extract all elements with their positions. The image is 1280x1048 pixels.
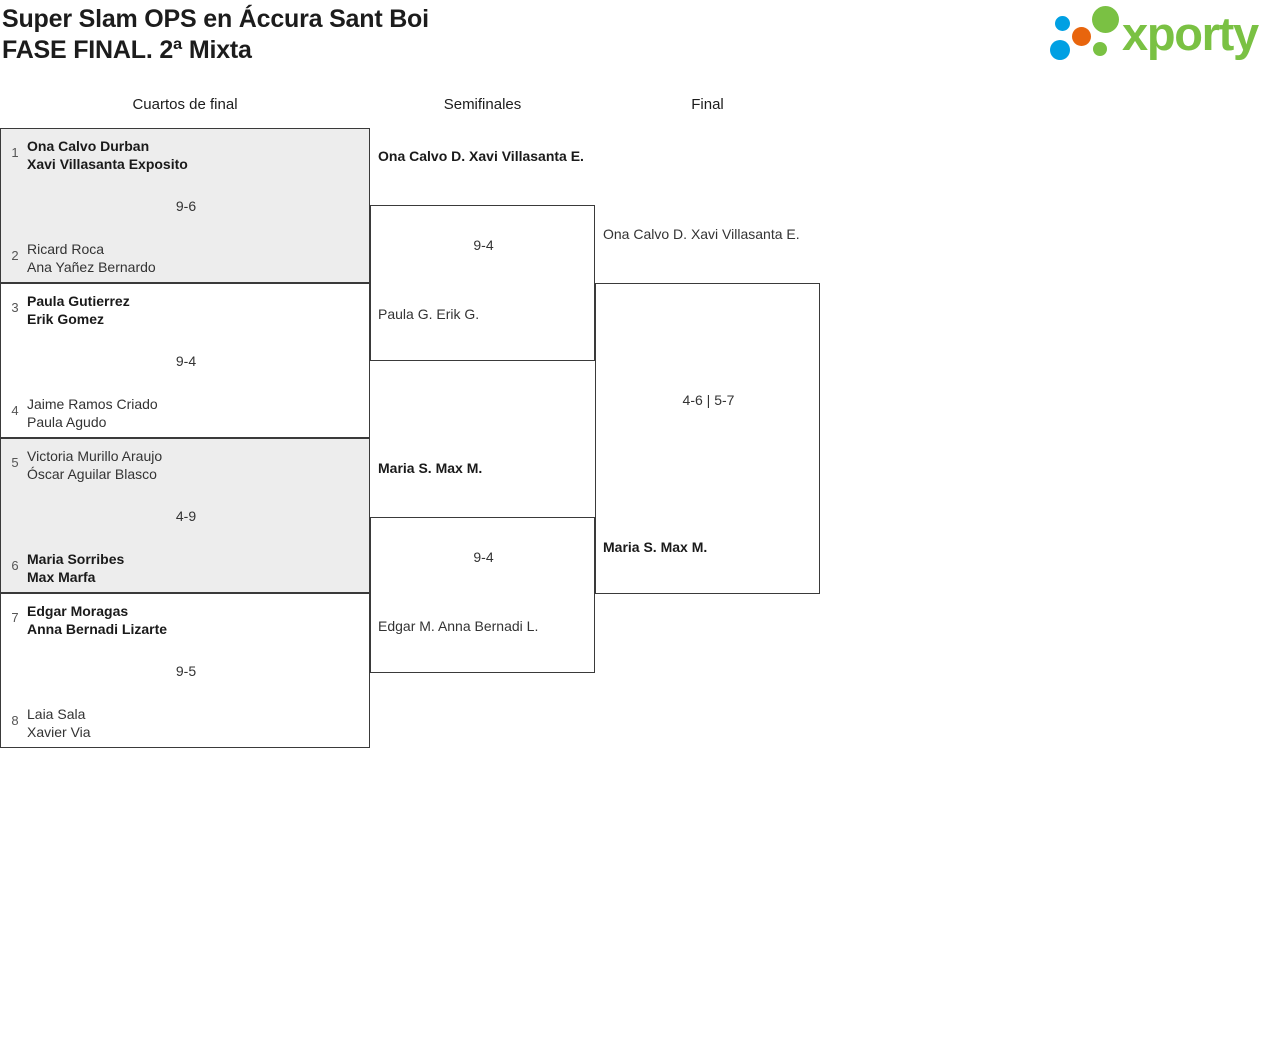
player-name: Ona Calvo Durban [27, 138, 150, 154]
player-name: Paula Agudo [27, 414, 107, 430]
player-name: Max Marfa [27, 569, 96, 585]
title-line-2: FASE FINAL. 2ª Mixta [2, 36, 252, 64]
quarterfinal-match-3[interactable]: 5 Victoria Murillo Araujo Óscar Aguilar … [0, 438, 370, 593]
player-name: Anna Bernadi Lizarte [27, 621, 168, 637]
semifinal-match-2[interactable]: Maria S. Max M. 9-4 Edgar M. Anna Bernad… [370, 460, 595, 673]
player-name: Maria S. [603, 539, 657, 555]
player-name: Max M. [435, 460, 483, 476]
seed-number: 5 [11, 455, 19, 470]
seed-number: 7 [11, 610, 19, 625]
team-name-winner: Edgar Moragas Anna Bernadi Lizarte [27, 602, 167, 638]
player-name: Anna Bernadi L. [437, 618, 539, 634]
player-name: Óscar Aguilar Blasco [27, 466, 157, 482]
round-header-semifinals: Semifinales [443, 96, 522, 113]
player-name: Ona Calvo D. [603, 226, 688, 242]
match-score: 9-6 [175, 198, 197, 214]
seed-number: 8 [11, 713, 19, 728]
match-score: 9-4 [473, 549, 494, 565]
logo-dot-orange [1072, 27, 1091, 46]
team-name-winner: Ona Calvo Durban Xavi Villasanta Exposit… [27, 137, 188, 173]
match-score: 9-4 [175, 353, 197, 369]
team-name-loser: Ricard Roca Ana Yañez Bernardo [27, 240, 156, 276]
team-name-loser: Jaime Ramos Criado Paula Agudo [27, 395, 158, 431]
logo-dot-green-small [1093, 42, 1107, 56]
seed-number: 6 [11, 558, 19, 573]
xporty-logo[interactable]: xporty [1046, 4, 1276, 64]
team-name-loser: Ona Calvo D. Xavi Villasanta E. [603, 225, 800, 243]
final-match[interactable]: Ona Calvo D. Xavi Villasanta E. 4-6 | 5-… [595, 226, 820, 594]
round-header-final: Final [691, 96, 724, 113]
quarterfinal-match-2[interactable]: 3 Paula Gutierrez Erik Gomez 9-4 4 Jaime… [0, 283, 370, 438]
player-name: Ricard Roca [27, 241, 105, 257]
player-name: Maria Sorribes [27, 551, 125, 567]
match-score: 9-5 [175, 663, 197, 679]
quarterfinal-match-1[interactable]: 1 Ona Calvo Durban Xavi Villasanta Expos… [0, 128, 370, 283]
logo-dot-blue-small [1055, 16, 1070, 31]
player-name: Xavi Villasanta E. [690, 226, 800, 242]
team-name-winner: Ona Calvo D. Xavi Villasanta E. [378, 147, 584, 165]
player-name: Paula Gutierrez [27, 293, 130, 309]
seed-number: 2 [11, 248, 19, 263]
player-name: Erik G. [436, 306, 480, 322]
player-name: Laia Sala [27, 706, 86, 722]
seed-number: 3 [11, 300, 19, 315]
tournament-title: Super Slam OPS en Áccura Sant Boi FASE F… [0, 0, 900, 66]
logo-dot-blue-large [1050, 40, 1070, 60]
player-name: Ona Calvo D. [378, 148, 466, 164]
logo-dot-green-large [1092, 6, 1119, 33]
player-name: Edgar M. [378, 618, 435, 634]
player-name: Ana Yañez Bernardo [27, 259, 156, 275]
team-name-winner: Paula Gutierrez Erik Gomez [27, 292, 130, 328]
seed-number: 4 [11, 403, 19, 418]
team-name-winner: Maria S. Max M. [603, 538, 707, 556]
match-score: 4-9 [175, 508, 197, 524]
team-name-winner: Maria S. Max M. [378, 459, 482, 477]
logo-wordmark: xporty [1122, 7, 1259, 60]
player-name: Jaime Ramos Criado [27, 396, 158, 412]
team-name-loser: Paula G. Erik G. [378, 305, 479, 323]
player-name: Erik Gomez [27, 311, 105, 327]
player-name: Paula G. [378, 306, 433, 322]
match-score: 9-4 [473, 237, 494, 253]
team-name-loser: Laia Sala Xavier Via [27, 705, 91, 741]
player-name: Max M. [660, 539, 708, 555]
player-name: Edgar Moragas [27, 603, 129, 619]
player-name: Xavier Via [27, 724, 91, 740]
team-name-loser: Victoria Murillo Araujo Óscar Aguilar Bl… [27, 447, 162, 483]
team-name-loser: Edgar M. Anna Bernadi L. [378, 617, 538, 635]
player-name: Victoria Murillo Araujo [27, 448, 163, 464]
player-name: Xavi Villasanta E. [469, 148, 584, 164]
title-line-1: Super Slam OPS en Áccura Sant Boi [2, 5, 429, 33]
seed-number: 1 [11, 145, 19, 160]
player-name: Xavi Villasanta Exposito [27, 156, 188, 172]
semifinal-match-1[interactable]: Ona Calvo D. Xavi Villasanta E. 9-4 Paul… [370, 148, 595, 361]
round-header-quarterfinals: Cuartos de final [132, 96, 238, 113]
quarterfinal-match-4[interactable]: 7 Edgar Moragas Anna Bernadi Lizarte 9-5… [0, 593, 370, 748]
team-name-winner: Maria Sorribes Max Marfa [27, 550, 124, 586]
match-score: 4-6 | 5-7 [682, 392, 735, 408]
player-name: Maria S. [378, 460, 432, 476]
